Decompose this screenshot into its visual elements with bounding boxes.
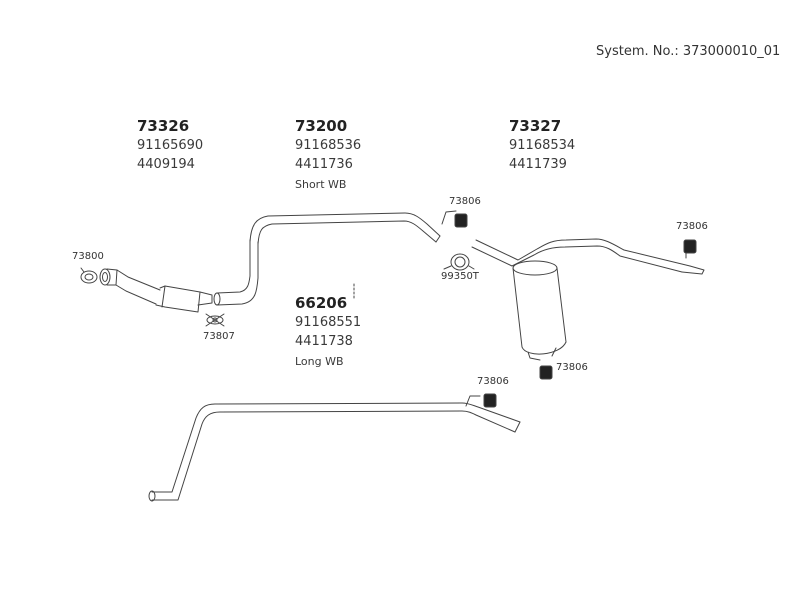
hanger-long [465,393,497,408]
oe-code: 91168534 [509,138,576,153]
hanger-muffler [539,365,553,380]
oe-code: 4411736 [295,157,353,172]
ref-label-clamp-mid: 99350T [441,271,479,282]
oe-code: 4409194 [137,157,195,172]
part-group-middle-pipe-short: 73200 91168536 4411736 Short WB [295,117,361,194]
ref-label-hanger-mid: 73806 [449,196,481,207]
ref-label-hanger-rear: 73806 [676,221,708,232]
oe-code: 91168536 [295,138,362,153]
oe-code: 91168551 [295,315,362,330]
part-group-rear-muffler: 73327 91168534 4411739 [509,117,575,174]
front-pipe-catalyst [99,239,259,313]
ref-label-bracket-front: 73807 [203,331,235,342]
clamp-mid [443,253,475,271]
hanger-rear [683,239,697,259]
oe-code: 4411738 [295,334,353,349]
rear-muffler-assembly [471,238,705,361]
system-number: System. No.: 373000010_01 [596,44,781,59]
part-number: 66206 [295,294,348,312]
part-number: 73200 [295,117,348,135]
bracket-front [205,313,225,327]
part-number: 73326 [137,117,190,135]
middle-pipe-long [148,402,521,502]
ref-label-hanger-muffler: 73806 [556,362,588,373]
part-number: 73327 [509,117,562,135]
hanger-mid [441,210,468,228]
ref-label-hanger-long: 73806 [477,376,509,387]
middle-pipe-short [249,212,441,245]
oe-code: 4411739 [509,157,567,172]
wheelbase-note: Short WB [295,178,347,191]
clamp-ring-front [80,267,98,284]
part-group-middle-pipe-long: 66206 91168551 4411738 Long WB [295,294,361,371]
oe-code: 91165690 [137,138,204,153]
part-group-front-pipe: 73326 91165690 4409194 [137,117,203,174]
wheelbase-note: Long WB [295,355,344,368]
ref-label-clamp-front: 73800 [72,251,104,262]
